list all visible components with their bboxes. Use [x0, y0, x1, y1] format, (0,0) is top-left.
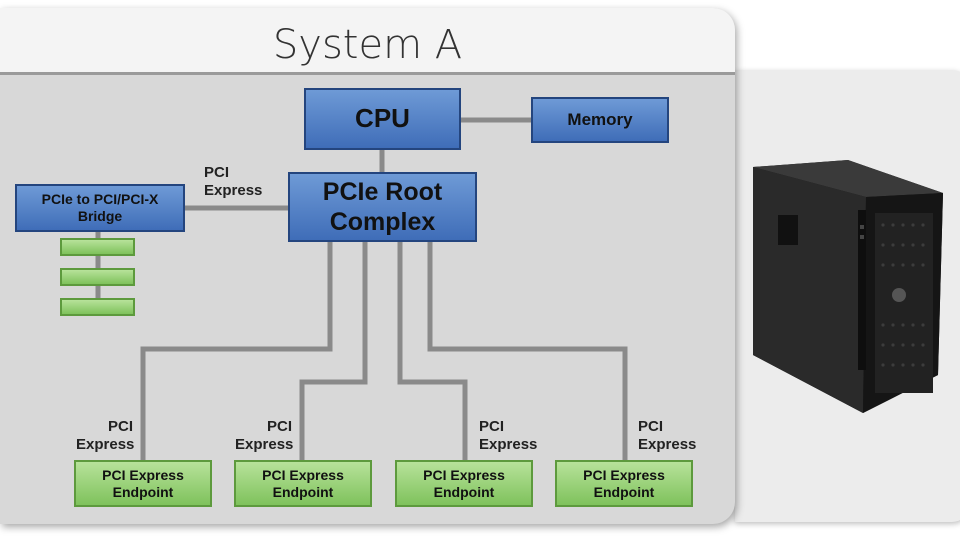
- endpoint-box: PCI Express Endpoint: [74, 460, 212, 507]
- panel-header: System A: [0, 8, 735, 75]
- root-complex-box: PCIe Root Complex: [288, 172, 477, 242]
- endpoint-label: PCI Express Endpoint: [262, 466, 344, 500]
- endpoint-3-link-label: PCI Express: [479, 418, 537, 454]
- diagram-title: System A: [272, 22, 463, 68]
- endpoint-1-link-label: PCI: [108, 418, 133, 436]
- endpoint-label: PCI Express Endpoint: [102, 466, 184, 500]
- memory-box: Memory: [531, 97, 669, 143]
- memory-label: Memory: [567, 109, 633, 129]
- endpoint-box: PCI Express Endpoint: [234, 460, 372, 507]
- pci-slot: [60, 238, 135, 256]
- root-endpoint-3-link: [397, 240, 468, 460]
- cpu-box: CPU: [304, 88, 461, 150]
- endpoint-1-link-label-2: Express: [76, 436, 134, 454]
- root-endpoint-4-link: [427, 240, 628, 460]
- bridge-link-label: PCI Express: [204, 164, 262, 200]
- pci-slot: [60, 268, 135, 286]
- bridge-link-line2: Express: [204, 182, 263, 199]
- endpoint-4-link-label: PCI Express: [638, 418, 696, 454]
- endpoint-label: PCI Express Endpoint: [423, 466, 505, 500]
- pci-slot: [60, 298, 135, 316]
- root-endpoint-1-link: [140, 240, 333, 460]
- endpoint-link-line1: PCI: [267, 418, 293, 435]
- endpoint-link-line1: PCI: [638, 418, 664, 435]
- root-complex-label: PCIe Root Complex: [322, 178, 443, 236]
- endpoint-box: PCI Express Endpoint: [395, 460, 533, 507]
- endpoint-link-line1: PCI: [108, 418, 134, 435]
- endpoint-2-link-label: PCI: [267, 418, 292, 436]
- cpu-label: CPU: [355, 103, 410, 134]
- desktop-tower-image: [753, 160, 943, 413]
- endpoint-link-line2: Express: [638, 436, 697, 453]
- endpoint-label: PCI Express Endpoint: [583, 466, 665, 500]
- bridge-link-line1: PCI: [204, 164, 230, 181]
- endpoint-2-link-label-2: Express: [235, 436, 293, 454]
- endpoint-link-line2: Express: [479, 436, 538, 453]
- endpoint-box: PCI Express Endpoint: [555, 460, 693, 507]
- endpoint-link-line2: Express: [76, 436, 135, 453]
- endpoint-link-line2: Express: [235, 436, 294, 453]
- bridge-label: PCIe to PCI/PCI-X Bridge: [41, 191, 159, 224]
- endpoint-link-line1: PCI: [479, 418, 505, 435]
- root-endpoint-2-link: [299, 240, 368, 460]
- bridge-box: PCIe to PCI/PCI-X Bridge: [15, 184, 185, 232]
